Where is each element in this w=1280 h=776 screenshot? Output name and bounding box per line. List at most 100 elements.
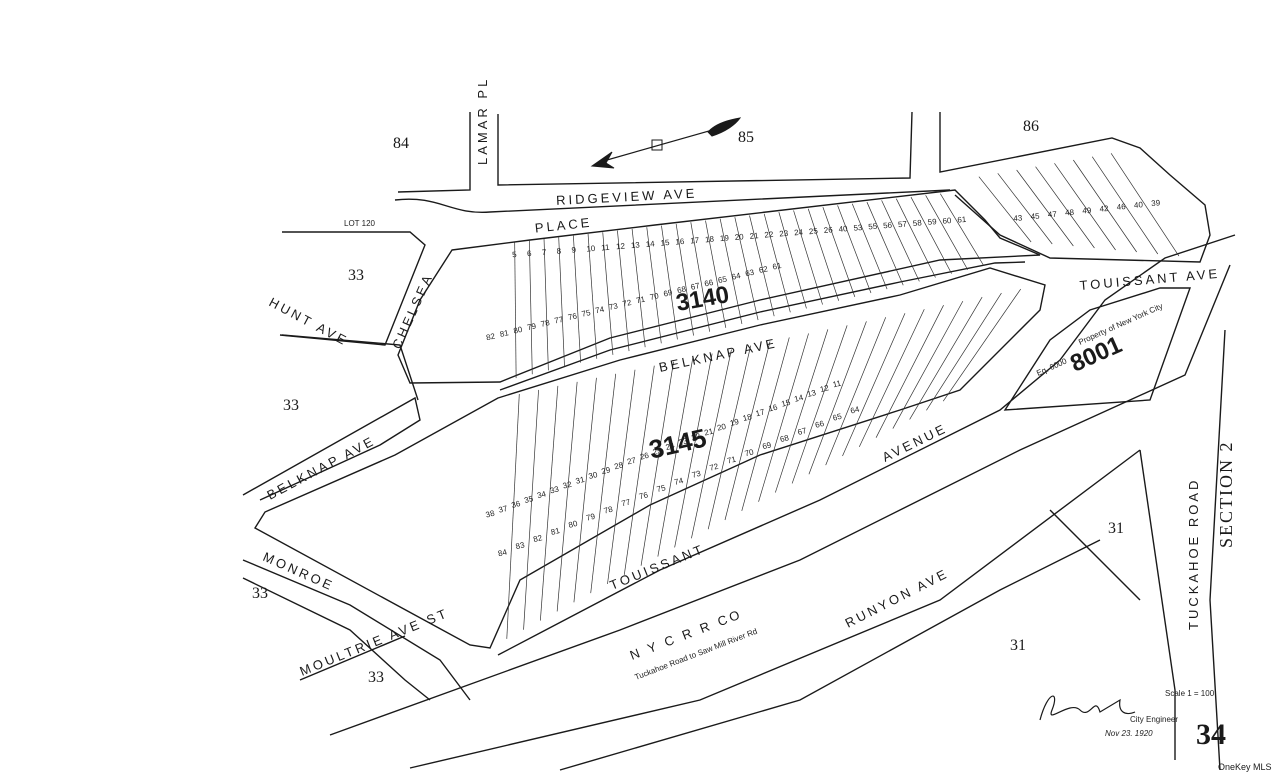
lot-line (758, 333, 809, 502)
belknap-upper-line (499, 261, 1026, 391)
lot-number: 75 (656, 483, 667, 494)
lot-number: 55 (868, 222, 878, 232)
lot-line (587, 233, 598, 359)
lot-number: 24 (794, 228, 804, 238)
lot-number: 76 (638, 490, 649, 501)
lot-number: 73 (608, 301, 619, 312)
top-right-lot-lines (978, 153, 1180, 257)
lot-line (807, 208, 840, 301)
lot-line (1054, 163, 1116, 251)
lot-number: 83 (515, 540, 526, 551)
lot-number: 81 (499, 328, 510, 339)
lot-line (778, 212, 807, 309)
block-3140-outline (397, 189, 1041, 384)
avenue-label: AVENUE (880, 420, 950, 464)
lot-line (734, 217, 759, 321)
lot-number: 38 (485, 509, 496, 520)
lot-number: 6 (527, 249, 533, 258)
lot-line (691, 349, 732, 539)
lot-number: 61 (957, 215, 967, 225)
runyon-line (559, 539, 1101, 771)
lot-number: 84 (497, 547, 508, 558)
lot-number: 18 (742, 412, 753, 423)
belknap-ave-lower-label: BELKNAP AVE (264, 433, 378, 503)
lot-number: 34 (536, 489, 547, 500)
lot-line (573, 377, 597, 603)
lot-line (540, 385, 559, 621)
lot-line (825, 317, 887, 466)
lot-number: 20 (716, 422, 727, 433)
lamar-east-line (497, 111, 913, 186)
lot-number: 28 (613, 460, 624, 471)
block-8001-outline (1003, 287, 1191, 411)
block-3145-lot-numbers-row2: 8483828180797877767574737271706968676665… (497, 404, 861, 558)
lot-line (842, 313, 906, 457)
lot-number: 65 (717, 274, 728, 285)
sheet-31-label: 31 (1010, 637, 1026, 654)
lot-number: 40 (838, 224, 848, 234)
lot-number: 13 (631, 240, 641, 250)
lot-number: 12 (819, 383, 830, 394)
lot-number: 62 (758, 264, 769, 275)
lot-line (791, 325, 848, 484)
lot-line (822, 206, 856, 297)
lot-number: 22 (690, 431, 701, 442)
lot-line (543, 238, 549, 371)
monroe-label: MONROE (261, 549, 337, 594)
lot-line (910, 196, 952, 274)
lot-number: 59 (927, 217, 937, 227)
ridgeview-south-line (394, 189, 951, 213)
touissant-ave-upper-label: TOUISSANT AVE (1079, 266, 1221, 293)
lot-number: 43 (1013, 213, 1023, 223)
lot-number: 8 (556, 247, 562, 256)
lot-number: 68 (779, 433, 790, 444)
lot-number: 65 (832, 412, 843, 423)
lot-line (602, 232, 614, 355)
lot-line (607, 369, 636, 585)
scale-label: Scale 1 = 100 (1165, 689, 1215, 698)
city-engineer-label: City Engineer (1130, 715, 1178, 724)
lot-number: 19 (729, 417, 740, 428)
lot-number: 26 (639, 451, 650, 462)
block-3145-outline (254, 267, 1046, 649)
sheet-85-label: 85 (738, 129, 754, 146)
lot-number: 78 (540, 318, 551, 329)
lot-number: 57 (898, 219, 908, 229)
lot-line (675, 223, 694, 336)
lot-number: 33 (549, 484, 560, 495)
ridgeview-north-line (397, 112, 471, 193)
lot-number: 17 (690, 236, 700, 246)
lot-line (705, 220, 727, 328)
tuckahoe-road-west (1139, 449, 1176, 760)
lot-line (895, 198, 936, 278)
belknap-ave-upper-label: BELKNAP AVE (658, 335, 779, 375)
lot-number: 64 (731, 271, 742, 282)
north-arrow-icon (590, 117, 742, 169)
lot-number: 21 (749, 231, 759, 241)
lot-number: 45 (1030, 212, 1040, 222)
lot-120-label: LOT 120 (344, 219, 376, 228)
lot-line (926, 292, 1002, 411)
lot-number: 78 (603, 504, 614, 515)
lot-line (590, 373, 617, 594)
touissant-lower-label: TOUISSANT (608, 541, 707, 593)
place-label: PLACE (534, 215, 593, 236)
lot-number: 25 (809, 226, 819, 236)
lot-number: 82 (532, 533, 543, 544)
touissant-lower-south (329, 264, 1231, 736)
lot-line (1091, 156, 1159, 255)
lot-line (749, 215, 775, 317)
lot-line (674, 353, 713, 548)
tuckahoe-road-east (1209, 329, 1226, 771)
lot-number: 22 (764, 230, 774, 240)
lot-line (875, 305, 944, 438)
sheet-33-label: 33 (368, 669, 384, 686)
touissant-lower-north (497, 234, 1236, 656)
lot-number: 30 (588, 470, 599, 481)
lot-number: 47 (1048, 210, 1058, 220)
lot-number: 56 (883, 221, 893, 231)
lot-number: 66 (704, 278, 715, 289)
lot-line (623, 365, 655, 575)
lot-line (529, 240, 533, 375)
